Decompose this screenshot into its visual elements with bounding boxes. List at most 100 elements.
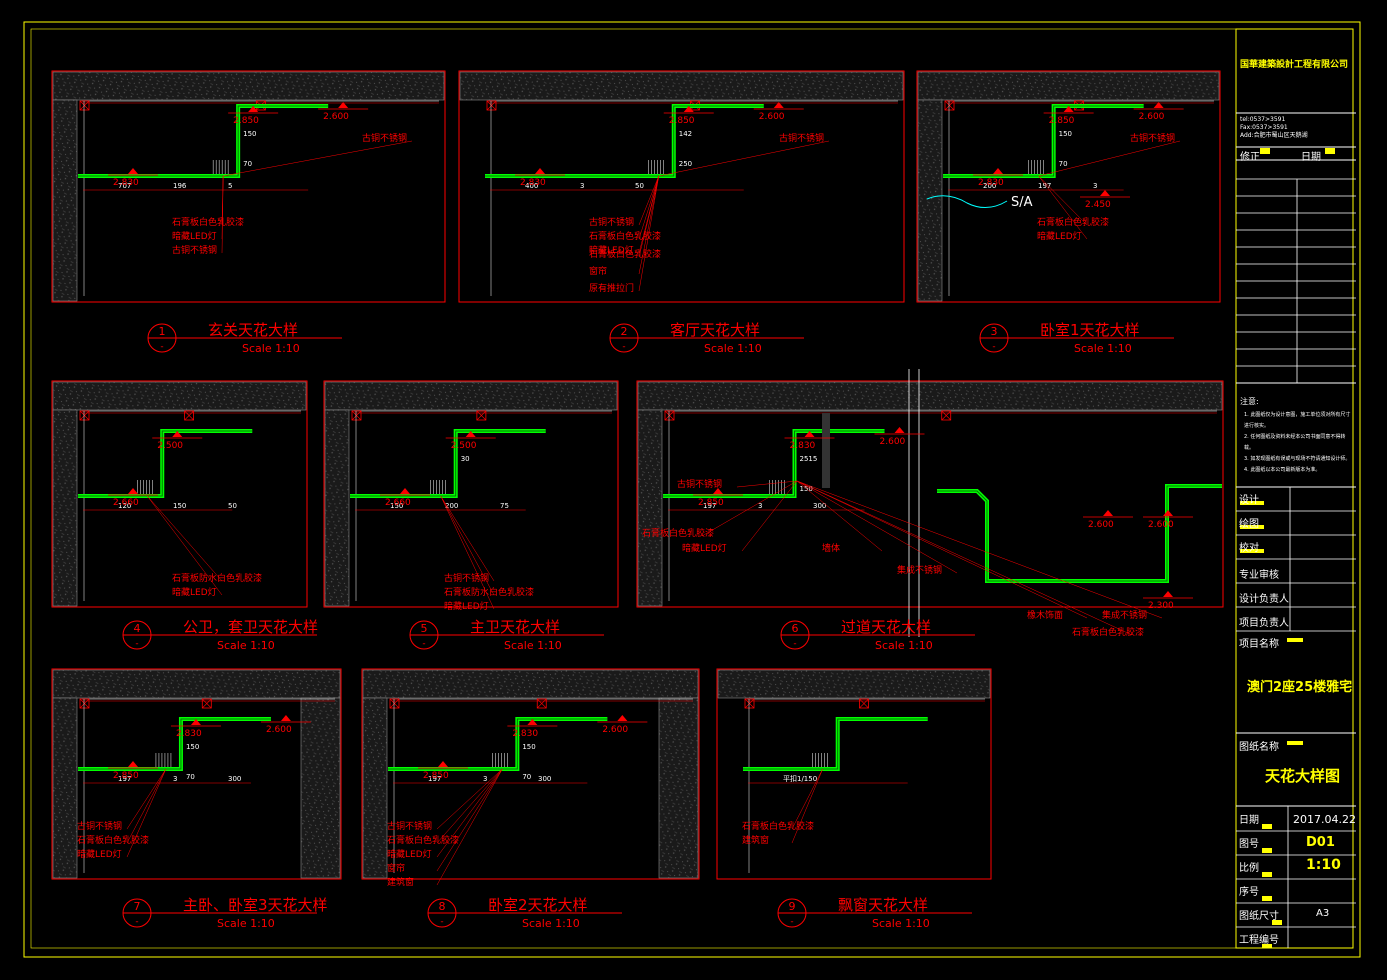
leader-line <box>658 140 830 177</box>
slab-hatch <box>717 669 991 699</box>
number-label: 图号 <box>1239 839 1259 850</box>
company-info: tel:0537>3591 Fax:0537>3591 Add:合肥市蜀山区天鹅… <box>1240 116 1308 140</box>
elevation-marker <box>400 488 410 494</box>
elevation-marker <box>535 168 545 174</box>
scale-label: 比例 <box>1239 863 1259 874</box>
drawing-label: 图纸名称 <box>1239 742 1279 753</box>
dimension-label: 300 <box>813 502 826 510</box>
detail-title: 客厅天花大样 <box>670 321 760 339</box>
leader-line <box>638 175 659 240</box>
slab-hatch <box>52 697 78 879</box>
dimension-label: 150 <box>522 743 535 751</box>
material-label: 暗藏LED灯 <box>444 600 489 612</box>
hanger-box <box>201 698 212 709</box>
slab-hatch <box>658 697 699 879</box>
material-label: 暗藏LED灯 <box>172 230 217 242</box>
detail-number: 1 <box>159 325 166 338</box>
elevation-label: 2.830 <box>520 178 546 188</box>
elevation-label: 2.830 <box>113 178 139 188</box>
detail-title: 主卧、卧室3天花大样 <box>183 896 328 914</box>
material-label: 石膏板白色乳胶漆 <box>77 834 149 846</box>
leader-line <box>126 768 167 858</box>
hanger-box <box>941 410 952 421</box>
detail-scale: Scale 1:10 <box>875 639 933 652</box>
slab-hatch <box>52 71 445 101</box>
leader-line <box>1038 175 1088 240</box>
material-label: 石膏板白色乳胶漆 <box>387 834 459 846</box>
dimension-label: 3 <box>758 502 762 510</box>
dimension-label: 300 <box>538 775 551 783</box>
dimension-label: 150 <box>1059 130 1072 138</box>
note-item: 2. 任何图纸及资料未经本公司书面同意不得转载。 <box>1244 434 1346 451</box>
material-label: 窗帘 <box>387 862 405 874</box>
detail-scale: Scale 1:10 <box>872 917 930 930</box>
elevation-marker <box>190 719 201 725</box>
ceiling-profile-core <box>743 718 928 770</box>
leader-line <box>638 175 659 226</box>
ceiling-profile-core <box>350 430 546 497</box>
hanger-cross <box>859 698 869 709</box>
material-label: 古铜不锈钢 <box>77 820 122 832</box>
slab-hatch <box>637 409 663 607</box>
project-name: 澳门2座25楼雅宅 <box>1247 680 1353 695</box>
role-design-lead: 设计负责人 <box>1239 594 1289 605</box>
dimension-label: 197 <box>118 775 131 783</box>
role-design: 设计 <box>1239 495 1259 506</box>
dimension-label: 2515 <box>800 455 818 463</box>
hanger-box <box>79 100 90 111</box>
elevation-marker <box>248 106 259 112</box>
hanger-cross <box>941 410 951 421</box>
ceiling-profile-core <box>78 718 271 770</box>
size-label: 图纸尺寸 <box>1239 911 1279 922</box>
leader-line <box>736 480 798 488</box>
detail-scale: Scale 1:10 <box>1074 342 1132 355</box>
material-label: 暗藏LED灯 <box>172 586 217 598</box>
leader-line <box>741 480 798 552</box>
elevation-label: 2.500 <box>157 441 183 451</box>
hanger-box <box>476 410 487 421</box>
dimension-label: 200 <box>983 182 996 190</box>
hanger-box <box>389 698 400 709</box>
elevation-marker <box>617 715 628 721</box>
slab-hatch <box>917 71 1220 101</box>
leader-line <box>440 495 495 596</box>
detail-sheet-ref: - <box>622 342 625 352</box>
detail-frame <box>716 668 992 880</box>
detail-title: 卧室2天花大样 <box>488 896 588 914</box>
ceiling-profile-core <box>78 105 329 177</box>
elevation-label: 2.850 <box>669 116 695 126</box>
hanger-box <box>944 100 955 111</box>
dimension-label: 30 <box>461 455 470 463</box>
hanger-cross <box>389 698 400 709</box>
leader-line <box>796 480 958 574</box>
slab-hatch <box>362 669 699 699</box>
elevation-marker <box>713 488 723 494</box>
leader-line <box>221 175 224 254</box>
elevation-label: 2.830 <box>790 441 816 451</box>
elevation-label: 2.830 <box>978 178 1004 188</box>
detail-title: 卧室1天花大样 <box>1040 321 1140 339</box>
company-name: 国華建築設計工程有限公司 <box>1240 60 1349 70</box>
hanger-cross <box>79 698 90 709</box>
detail-sheet-ref: - <box>135 917 138 927</box>
hanger-box <box>486 100 497 111</box>
hanger-box <box>79 410 90 421</box>
leader-line <box>147 495 223 582</box>
note-item: 3. 如发现图纸有误或与现场不符请通知设计师。 <box>1244 456 1351 462</box>
note-item: 4. 此图纸以本公司最新版本为准。 <box>1244 467 1321 473</box>
leader-line <box>147 495 223 596</box>
elevation-marker <box>1100 190 1110 196</box>
hanger-box <box>536 698 547 709</box>
elevation-label: 2.600 <box>1139 112 1165 122</box>
hanger-cross <box>486 100 497 111</box>
revision-label: 修正 <box>1240 152 1260 163</box>
detail-sheet-ref: - <box>992 342 995 352</box>
